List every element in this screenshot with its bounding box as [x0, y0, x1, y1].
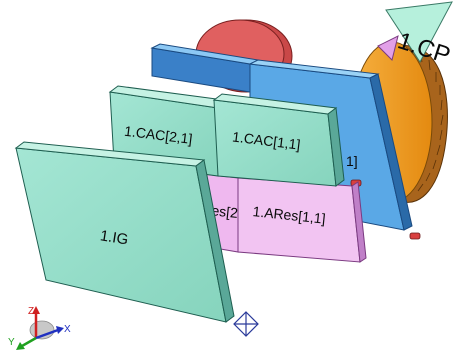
cac-panel-1-1[interactable]: 1.CAC[1,1] [214, 94, 344, 186]
axis-z-label: Z [28, 306, 34, 317]
ig-panel[interactable]: 1.IG [16, 142, 234, 322]
axis-x-label: X [64, 324, 71, 335]
axis-triad-icon: Z X Y [8, 306, 71, 350]
ares-panel-1-1[interactable]: 1.ARes[1,1] [238, 178, 366, 262]
axis-y-label: Y [8, 337, 15, 348]
origin-marker-icon [234, 312, 258, 336]
svg-text:1]: 1] [346, 153, 358, 169]
